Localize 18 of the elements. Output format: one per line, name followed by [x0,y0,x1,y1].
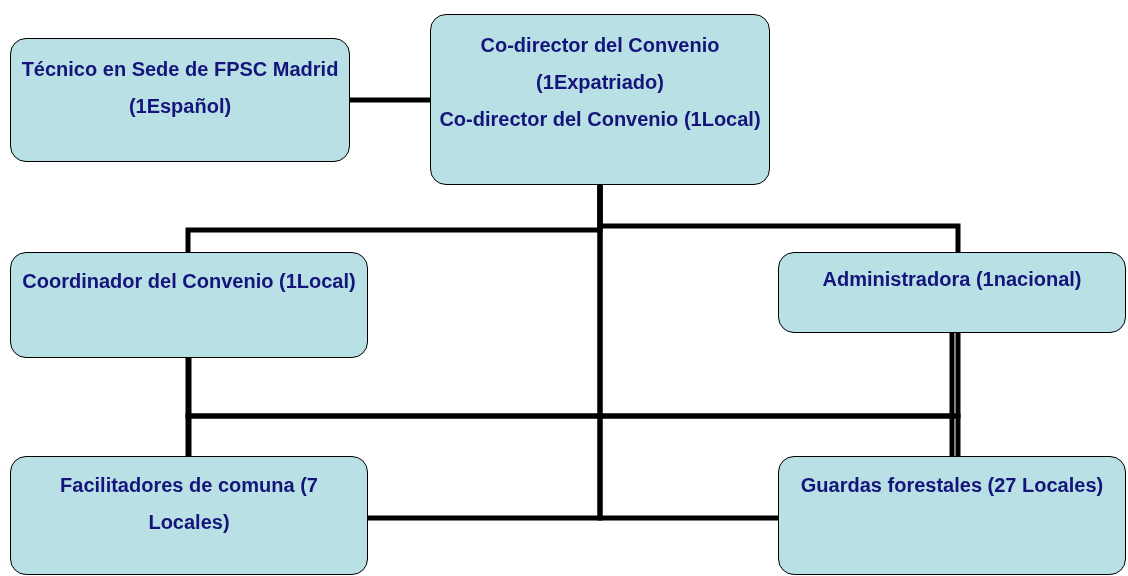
connector-line [597,185,778,521]
org-box [778,252,1126,333]
role-label: Co-director del Convenio (1Expatriado) [479,33,721,95]
org-box [778,456,1126,575]
org-box [10,38,350,162]
role-label: Administradora (1nacional) [821,267,1083,292]
role-label: Facilitadores de comuna (7 Locales) [59,473,319,535]
org-box [430,14,770,185]
connector-line [185,333,961,456]
org-box [10,456,368,575]
role-label: Técnico en Sede de FPSC Madrid (1Español) [20,57,340,119]
connector-line [185,358,961,456]
connector-line [350,97,430,103]
role-label: Co-director del Convenio (1Local) [438,107,762,132]
role-label: Guardas forestales (27 Locales) [799,473,1105,498]
org-box [10,252,368,358]
connector-line [949,333,955,456]
role-label: Coordinador del Convenio (1Local) [21,269,357,294]
